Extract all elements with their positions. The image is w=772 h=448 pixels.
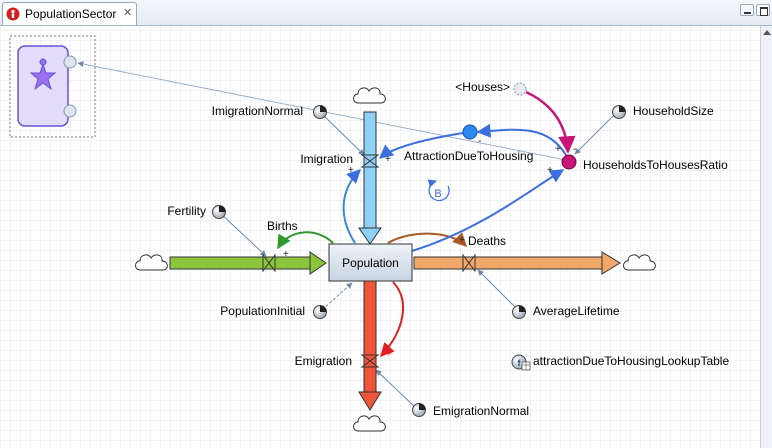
births-label: Births <box>267 219 298 233</box>
polarity-immigration-a: + <box>348 165 354 176</box>
link-population-births <box>277 231 334 250</box>
polarity-immigration-b: + <box>385 154 391 165</box>
emigration-label: Emigration <box>295 354 352 368</box>
vertical-scrollbar[interactable] <box>760 26 772 448</box>
immigration-label: Imigration <box>300 152 353 166</box>
polarity-signs: + + + + + + + - - <box>283 136 576 360</box>
tab-population-sector[interactable]: PopulationSector ✕ <box>2 2 137 25</box>
lookup-table-icon[interactable]: f <box>511 354 531 371</box>
agent-box <box>17 45 69 127</box>
maximize-button[interactable] <box>756 4 770 16</box>
population-stock[interactable]: Population <box>328 243 413 282</box>
emigration-flow[interactable] <box>358 280 382 411</box>
averagelifetime-parameter-icon[interactable] <box>512 305 526 319</box>
emigrationnormal-label: EmigrationNormal <box>433 404 529 418</box>
agent-port-top[interactable] <box>63 55 77 69</box>
loop-indicator[interactable]: B <box>427 179 450 202</box>
fertility-parameter-icon[interactable] <box>212 205 226 219</box>
link-householdsize <box>574 111 618 155</box>
loop-label: B <box>434 188 441 200</box>
close-icon[interactable]: ✕ <box>123 7 133 19</box>
model-icon <box>6 7 20 21</box>
minimize-button[interactable] <box>740 4 754 16</box>
polarity-houses: + <box>555 144 561 155</box>
attractionduetohousing-node-icon[interactable] <box>462 124 478 140</box>
births-flow[interactable] <box>169 251 327 275</box>
householdstohousesratio-label: HouseholdsToHousesRatio <box>583 158 728 172</box>
link-emigrationnormal <box>375 369 417 409</box>
polarity-ratio: + <box>547 165 553 176</box>
agent-presentation[interactable] <box>9 35 96 138</box>
tab-title: PopulationSector <box>25 7 117 21</box>
link-population-ratio <box>411 169 565 252</box>
deaths-label: Deaths <box>468 234 506 248</box>
emigrationnormal-parameter-icon[interactable] <box>412 403 426 417</box>
deaths-flow[interactable] <box>413 251 621 275</box>
link-averagelifetime <box>477 269 519 311</box>
populationinitial-parameter-icon[interactable] <box>313 305 327 319</box>
link-immigrationnormal <box>319 111 365 156</box>
link-population-immigration <box>342 169 361 244</box>
model-diagram-canvas[interactable]: Population B f + + + + + + + - - Imigrat… <box>0 26 772 448</box>
householdsize-parameter-icon[interactable] <box>612 105 626 119</box>
attractionduetohousing-label: AttractionDueToHousing <box>404 149 533 163</box>
link-fertility <box>218 211 267 257</box>
polarity-births: + <box>283 249 289 260</box>
averagelifetime-label: AverageLifetime <box>533 304 620 318</box>
agent-port-bottom[interactable] <box>63 104 77 118</box>
householdstohousesratio-node-icon[interactable] <box>561 154 577 170</box>
deaths-valve-icon[interactable] <box>462 253 476 273</box>
link-population-emigration <box>380 281 405 358</box>
polarity-emigration: + <box>386 349 392 360</box>
polarity-householdsize: - <box>573 144 576 155</box>
scroll-up-icon[interactable] <box>763 30 771 35</box>
svg-text:f: f <box>518 358 522 368</box>
houses-label: <Houses> <box>455 80 510 94</box>
causal-links <box>277 90 576 358</box>
diagram-labels: ImigrationNormal Imigration Fertility Bi… <box>167 80 729 418</box>
emigration-valve-icon[interactable] <box>360 354 380 368</box>
immigrationnormal-label: ImigrationNormal <box>212 104 303 118</box>
immigration-flow[interactable] <box>358 111 382 245</box>
link-population-deaths <box>387 232 467 247</box>
fertility-label: Fertility <box>167 204 206 218</box>
population-label: Population <box>342 256 399 270</box>
link-populationinitial <box>321 282 353 311</box>
polarity-deaths: + <box>459 235 465 246</box>
link-attraction-immigration <box>378 132 464 159</box>
births-valve-icon[interactable] <box>262 253 276 273</box>
immigrationnormal-parameter-icon[interactable] <box>313 105 327 119</box>
agent-person-icon <box>29 62 57 91</box>
canvas-grid <box>0 26 772 448</box>
link-houses-ratio <box>525 90 576 154</box>
immigration-valve-icon[interactable] <box>360 154 380 168</box>
lookup-table-label: attractionDueToHousingLookupTable <box>533 354 729 368</box>
populationinitial-label: PopulationInitial <box>220 304 305 318</box>
polarity-attraction: - <box>478 136 481 147</box>
editor-tab-bar: PopulationSector ✕ <box>0 0 772 26</box>
houses-shadow-icon[interactable] <box>513 82 527 96</box>
selection-frame <box>9 35 96 138</box>
householdsize-label: HouseholdSize <box>633 104 714 118</box>
